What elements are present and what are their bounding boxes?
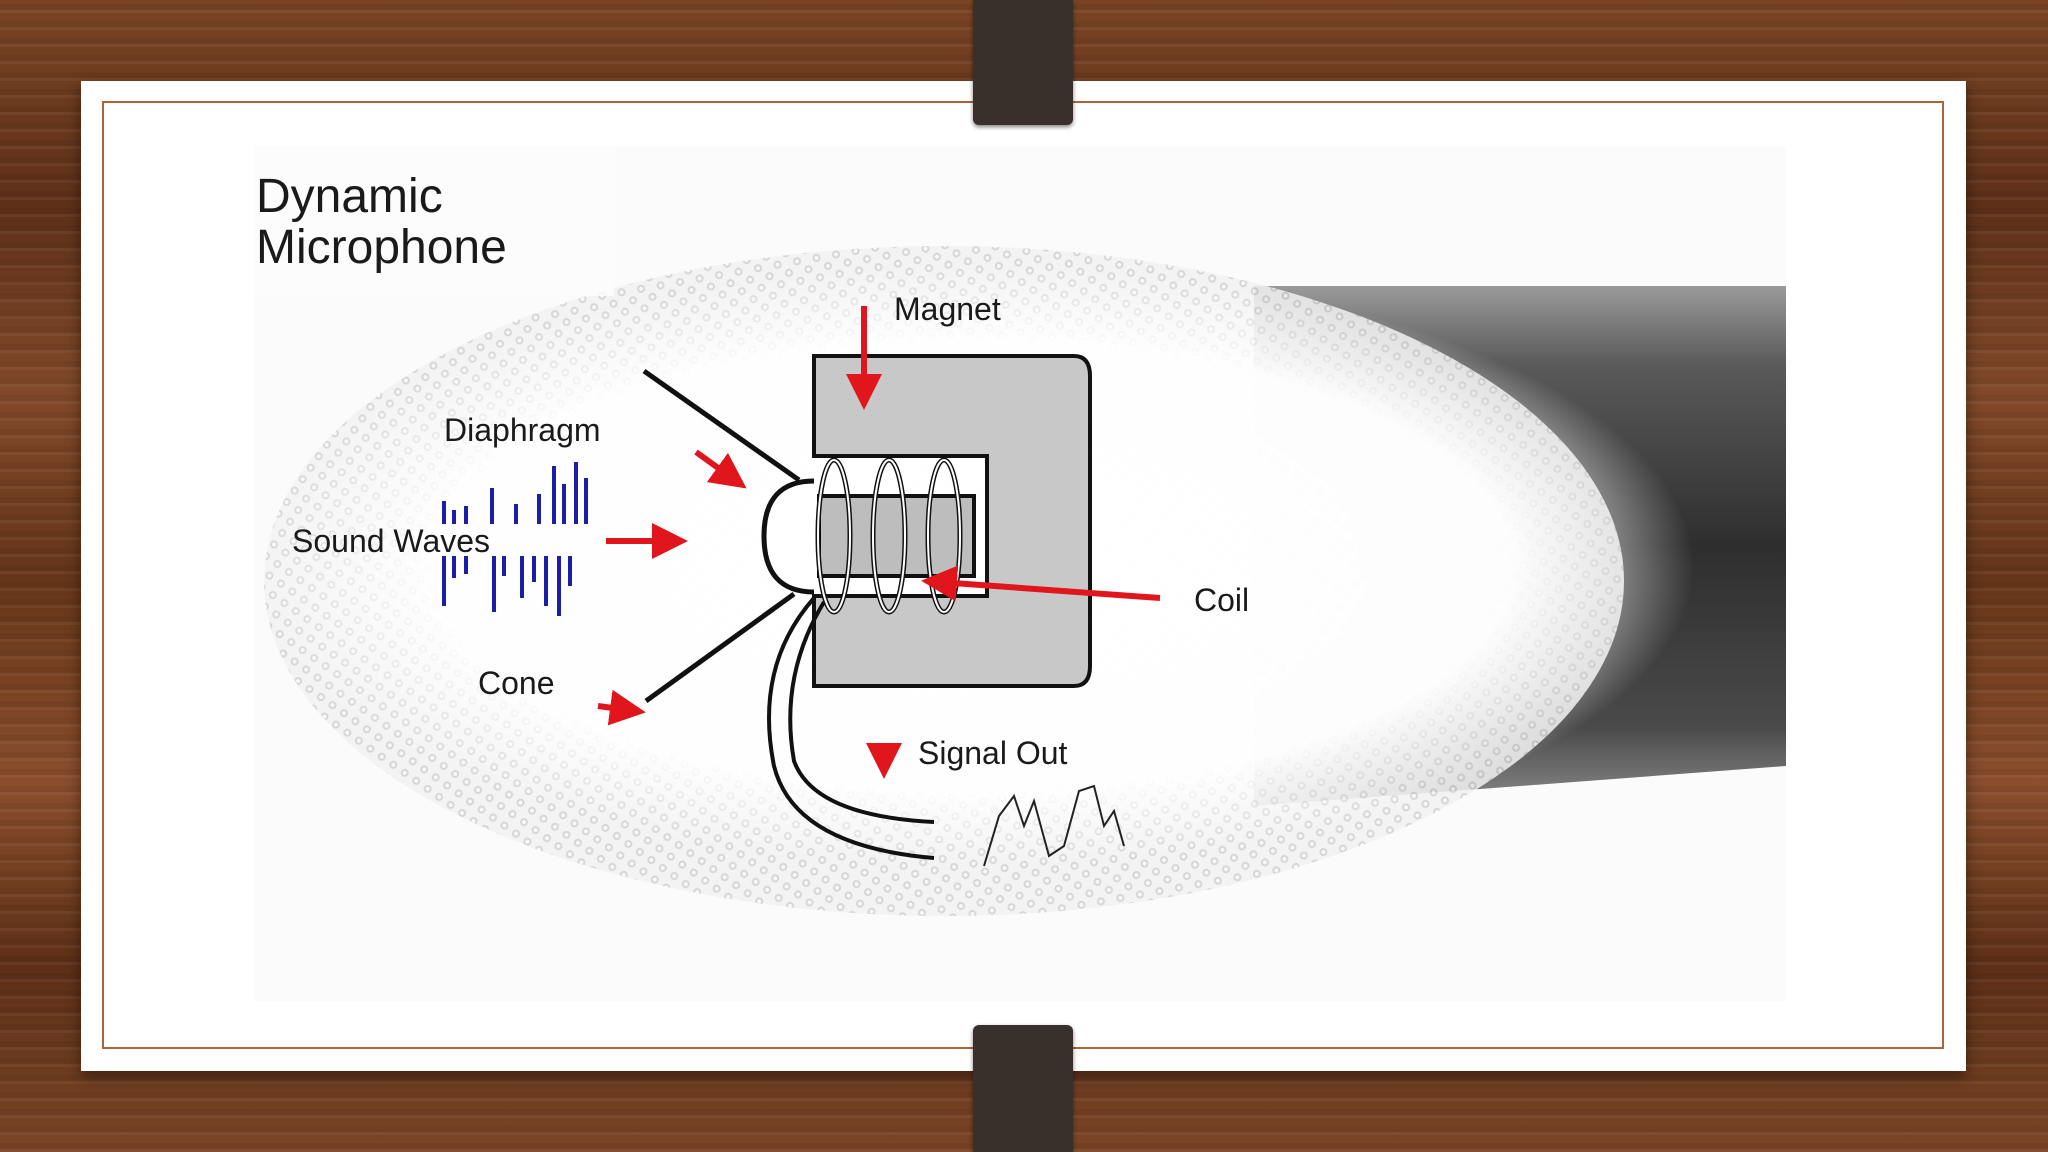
binder-clip-top bbox=[973, 0, 1073, 125]
diagram-title-line2: Microphone bbox=[256, 221, 507, 274]
diagram-title-line1: Dynamic bbox=[256, 170, 443, 223]
label-coil: Coil bbox=[1194, 582, 1249, 618]
microphone-diagram: Dynamic Microphone bbox=[254, 146, 1786, 1001]
diaphragm-arrow bbox=[694, 449, 747, 489]
label-diaphragm: Diaphragm bbox=[444, 412, 601, 448]
label-sound-waves: Sound Waves bbox=[292, 523, 490, 559]
binder-clip-bottom bbox=[973, 1025, 1073, 1152]
cone-line-top bbox=[642, 368, 801, 483]
diaphragm bbox=[761, 478, 815, 595]
signal-waveform bbox=[983, 784, 1125, 867]
pole-piece bbox=[817, 494, 976, 578]
signal-wire-2 bbox=[788, 600, 935, 824]
sound-wave-bars bbox=[442, 462, 588, 616]
cone-line-bottom bbox=[644, 591, 796, 704]
label-signal-out: Signal Out bbox=[918, 735, 1068, 771]
signal-wire-1 bbox=[767, 596, 935, 860]
coil-arrow bbox=[921, 565, 1161, 602]
label-magnet: Magnet bbox=[894, 291, 1001, 327]
label-cone: Cone bbox=[478, 665, 555, 701]
cone-arrow bbox=[597, 689, 646, 726]
pointer-arrows bbox=[597, 306, 1161, 779]
